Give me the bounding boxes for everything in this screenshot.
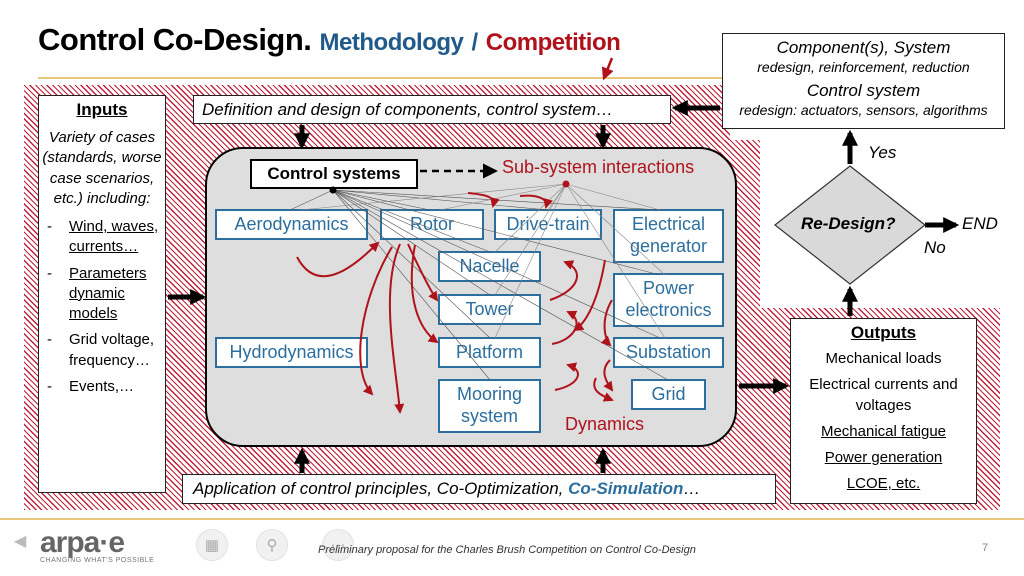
control-connectors — [289, 189, 669, 381]
slides-icon[interactable]: ▦ — [196, 529, 228, 561]
list-item: Wind, waves, currents… — [43, 217, 165, 258]
title-rule — [38, 77, 728, 79]
title-slash: / — [471, 29, 478, 56]
decision-end: END — [962, 214, 998, 233]
block-electrical-generator: Electrical generator — [613, 209, 724, 263]
list-item: Grid voltage, frequency… — [43, 330, 165, 371]
control-hub-dot — [329, 186, 337, 194]
subsystem-interactions-label: Sub-system interactions — [502, 157, 695, 177]
application-ellipsis: … — [683, 479, 701, 498]
list-item: LCOE, etc. — [846, 475, 921, 493]
slide-title: Control Co-Design. Methodology / Competi… — [38, 22, 621, 58]
interaction-arrows — [296, 192, 614, 414]
redesign-line4: redesign: actuators, sensors, algorithms — [739, 102, 988, 118]
list-item: Mechanical loads — [825, 350, 942, 367]
redesign-box: Component(s), System redesign, reinforce… — [722, 33, 1005, 129]
inputs-box: Inputs Variety of cases (standards, wors… — [38, 95, 166, 493]
list-item: Events,… — [43, 377, 165, 398]
list-item: Electrical currents and voltages — [809, 376, 958, 414]
page-number: 7 — [982, 542, 989, 554]
application-box: Application of control principles, Co-Op… — [182, 474, 776, 504]
dynamics-label: Dynamics — [565, 414, 645, 434]
arpa-e-logo: arpa·e — [40, 526, 125, 559]
inputs-list: Wind, waves, currents… Parameters dynami… — [39, 217, 165, 397]
inputs-header: Inputs — [76, 100, 128, 119]
block-grid: Grid — [631, 379, 706, 410]
redesign-diamond — [774, 165, 926, 285]
block-platform: Platform — [438, 337, 541, 368]
block-mooring-system: Mooring system — [438, 379, 541, 433]
logo-tagline: CHANGING WHAT'S POSSIBLE — [40, 557, 155, 564]
block-substation: Substation — [613, 337, 724, 368]
title-methodology: Methodology — [319, 29, 464, 56]
block-aerodynamics: Aerodynamics — [215, 209, 368, 240]
footer-rule — [0, 518, 1024, 520]
list-item: Parameters dynamic models — [43, 264, 165, 325]
title-main: Control Co-Design. — [38, 22, 312, 57]
decision-label: Re-Design? — [801, 214, 896, 233]
outputs-box: Outputs Mechanical loads Electrical curr… — [790, 318, 977, 504]
definition-box: Definition and design of components, con… — [193, 95, 671, 124]
title-competition: Competition — [485, 29, 621, 56]
inputs-description: Variety of cases (standards, worse case … — [42, 129, 162, 207]
search-icon[interactable]: ⚲ — [256, 529, 288, 561]
list-item: Mechanical fatigue — [820, 422, 947, 440]
flow-arrows — [168, 99, 960, 473]
definition-text: Definition and design of components, con… — [202, 99, 614, 119]
application-text: Application of control principles, Co-Op… — [193, 479, 564, 498]
list-item: Power generation — [824, 449, 943, 466]
redesign-line3: Control system — [806, 81, 921, 100]
decision-yes: Yes — [868, 143, 897, 162]
interaction-connectors — [299, 183, 666, 339]
block-power-electronics: Power electronics — [613, 273, 724, 327]
decision-no: No — [924, 238, 946, 257]
outputs-header: Outputs — [850, 323, 917, 342]
redesign-line1: Component(s), System — [776, 38, 951, 57]
block-hydrodynamics: Hydrodynamics — [215, 337, 368, 368]
application-cosim: Co-Simulation — [568, 479, 684, 498]
interaction-hub-dot — [562, 180, 570, 188]
footer-text: Preliminary proposal for the Charles Bru… — [318, 544, 696, 556]
nav-prev-icon[interactable]: ◀ — [14, 533, 27, 550]
redesign-line2: redesign, reinforcement, reduction — [757, 59, 970, 75]
competition-pointer — [601, 57, 614, 81]
more-icon[interactable]: ⋯ — [322, 529, 354, 561]
